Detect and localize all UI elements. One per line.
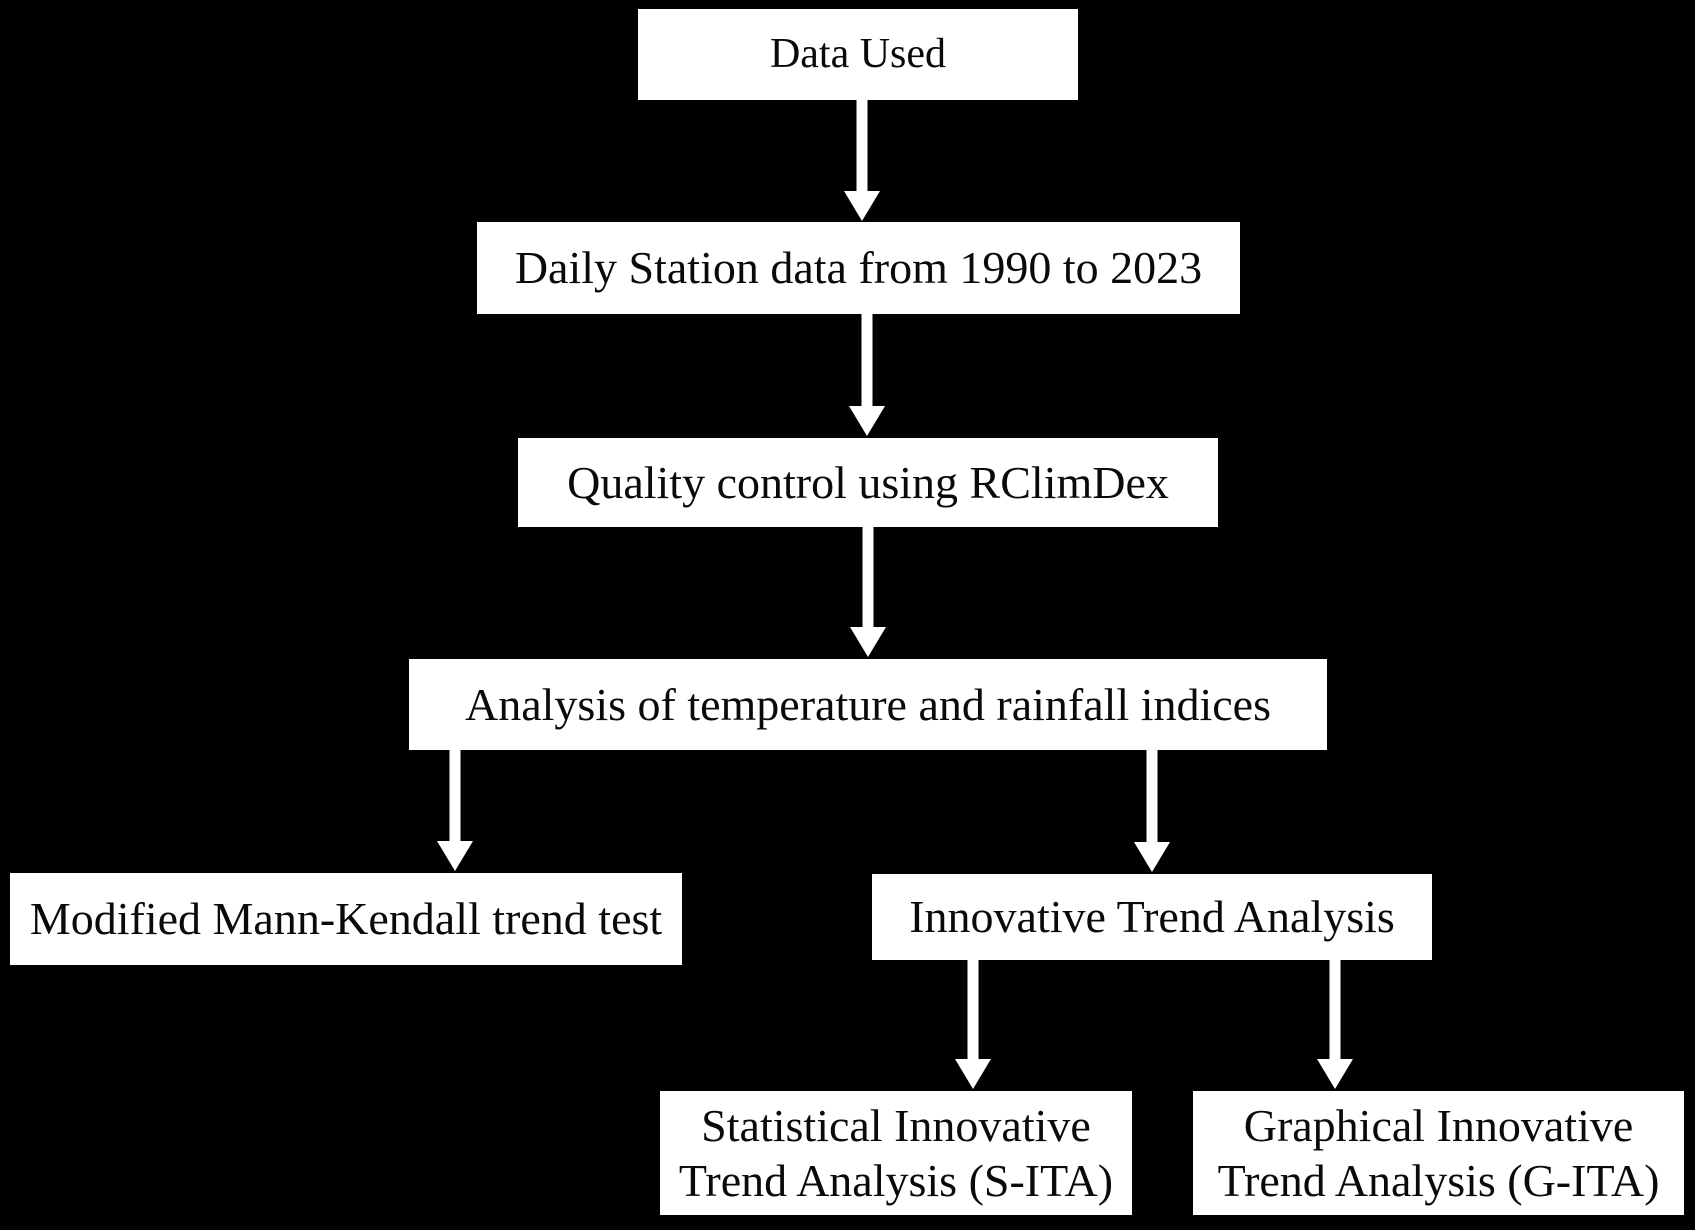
- arrow-daily-station-to-quality-control-icon: [849, 314, 885, 436]
- arrow-shaft: [862, 527, 874, 628]
- arrow-innovative-trend-to-g-ita-icon: [1317, 960, 1353, 1089]
- arrow-analysis-to-innovative-trend-icon: [1134, 750, 1170, 872]
- arrow-data-used-to-daily-station-icon: [844, 100, 880, 221]
- arrow-head: [1317, 1059, 1353, 1089]
- arrow-shaft: [856, 100, 868, 192]
- arrow-shaft: [861, 314, 873, 407]
- node-innovative-trend-analysis: Innovative Trend Analysis: [872, 874, 1432, 960]
- node-quality-control: Quality control using RClimDex: [518, 438, 1218, 527]
- arrow-head: [849, 406, 885, 436]
- arrow-quality-control-to-analysis-icon: [850, 527, 886, 657]
- node-analysis-indices: Analysis of temperature and rainfall ind…: [409, 659, 1327, 750]
- node-daily-station-data: Daily Station data from 1990 to 2023: [477, 222, 1240, 314]
- arrow-head: [850, 627, 886, 657]
- arrow-analysis-to-mann-kendall-icon: [437, 750, 473, 871]
- arrow-shaft: [1329, 960, 1341, 1060]
- arrow-shaft: [449, 750, 461, 842]
- arrow-shaft: [967, 960, 979, 1060]
- arrow-head: [955, 1059, 991, 1089]
- node-g-ita: Graphical Innovative Trend Analysis (G-I…: [1193, 1091, 1684, 1215]
- node-data-used: Data Used: [638, 9, 1078, 100]
- arrow-head: [844, 191, 880, 221]
- arrow-head: [1134, 842, 1170, 872]
- arrow-innovative-trend-to-s-ita-icon: [955, 960, 991, 1089]
- node-s-ita: Statistical Innovative Trend Analysis (S…: [660, 1091, 1132, 1215]
- node-modified-mann-kendall: Modified Mann-Kendall trend test: [10, 873, 682, 965]
- arrow-shaft: [1146, 750, 1158, 843]
- arrow-head: [437, 841, 473, 871]
